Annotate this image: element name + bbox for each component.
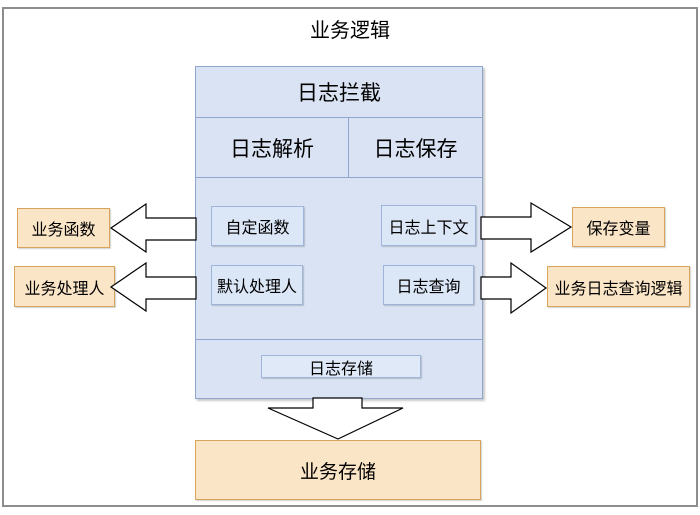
default-handler-node: 默认处理人 [211,265,303,305]
log-query-node: 日志查询 [383,265,474,305]
business-storage-node: 业务存储 [195,440,481,500]
business-function-node: 业务函数 [17,208,110,248]
interceptor-middle-section: 自定函数 日志上下文 默认处理人 日志查询 [196,178,482,340]
log-save-cell: 日志保存 [373,137,458,161]
interceptor-bottom-section: 日志存储 [196,340,482,397]
save-variable-node: 保存变量 [572,207,665,247]
interceptor-columns: 日志解析 日志保存 [196,118,482,178]
custom-function-node: 自定函数 [211,206,304,246]
log-context-node: 日志上下文 [381,205,476,246]
business-log-query-logic-node: 业务日志查询逻辑 [547,266,690,307]
log-parse-cell: 日志解析 [196,118,349,177]
business-handler-node: 业务处理人 [14,266,115,307]
diagram-title: 业务逻辑 [310,20,390,42]
log-storage-node: 日志存储 [261,355,421,378]
log-interceptor-header: 日志拦截 [196,67,482,118]
outer-frame [2,7,698,507]
log-interceptor-container: 日志拦截 日志解析 日志保存 自定函数 日志上下文 默认处理人 日志查询 日志存… [195,66,483,399]
